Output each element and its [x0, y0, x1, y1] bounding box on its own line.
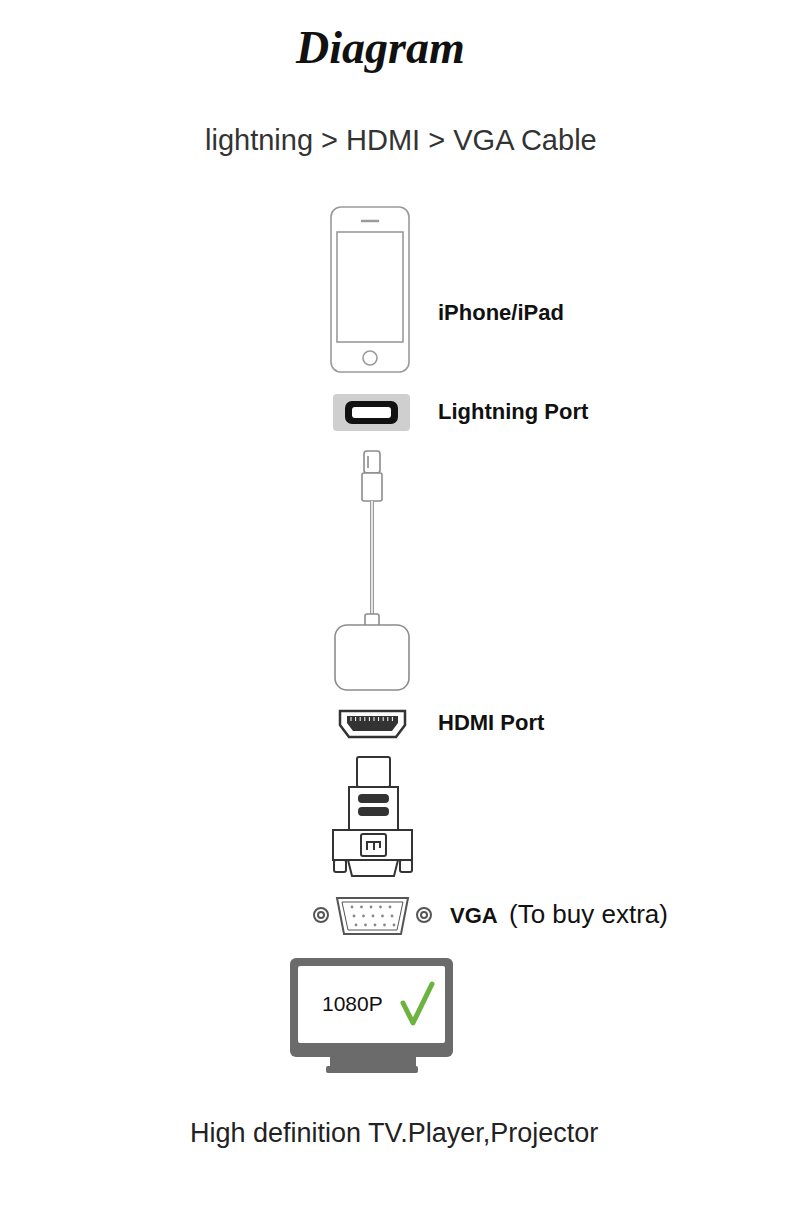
part-label: VGA: [450, 903, 498, 929]
part-label: Lightning Port: [438, 399, 588, 425]
hdmi-port-icon: [340, 711, 405, 737]
screen-text: 1080P: [322, 992, 383, 1016]
vga-port-icon: [314, 898, 431, 934]
title: Diagram: [296, 21, 465, 74]
part-label: iPhone/iPad: [438, 300, 564, 326]
tv-screen: 1080P: [298, 966, 398, 1043]
phone-icon: [331, 207, 409, 372]
hdmi-vga-adapter: [333, 757, 412, 876]
lightning-hdmi-adapter: [335, 451, 409, 690]
check-mark: [403, 984, 432, 1023]
part-label: HDMI Port: [438, 710, 544, 736]
subtitle: lightning > HDMI > VGA Cable: [205, 124, 597, 157]
caption: High definition TV.Player,Projector: [190, 1118, 598, 1149]
lightning-port-icon: [333, 394, 410, 431]
tv-icon: [290, 958, 453, 1073]
note: (To buy extra): [509, 899, 668, 930]
